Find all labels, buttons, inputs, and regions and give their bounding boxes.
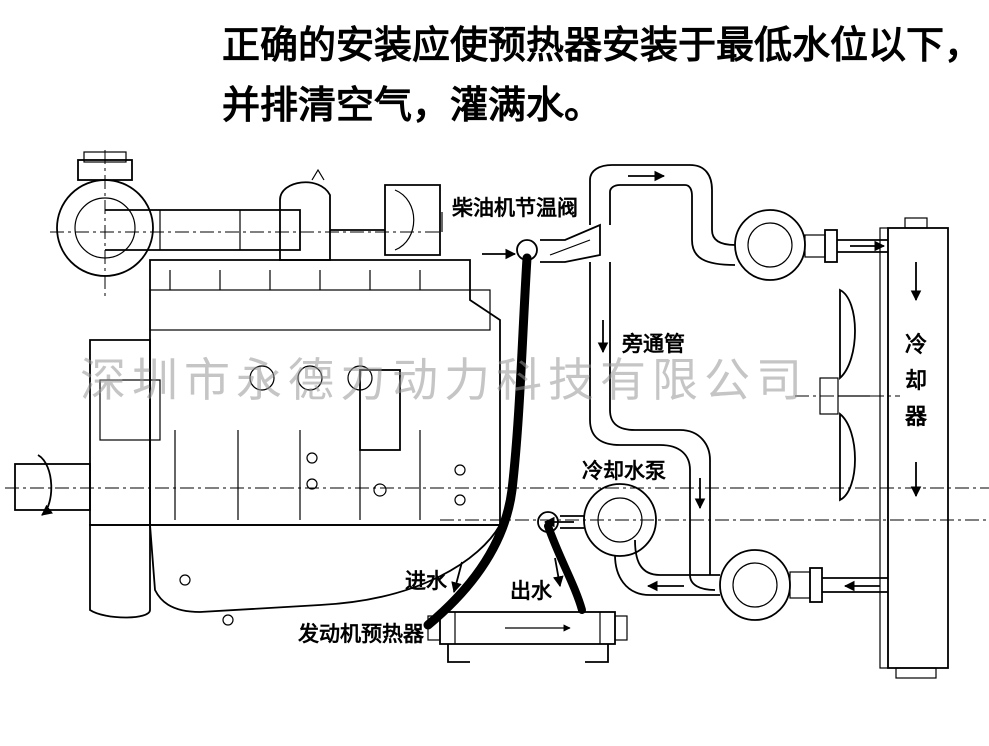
label-outlet: 出水 xyxy=(510,579,552,603)
label-thermostat: 柴油机节温阀 xyxy=(452,196,578,220)
flow-arrows xyxy=(441,170,922,594)
air-cleaner xyxy=(56,151,301,277)
heater-outlet-hose xyxy=(544,522,586,614)
radiator xyxy=(879,217,949,679)
label-inlet: 进水 xyxy=(405,569,447,593)
fan xyxy=(819,288,870,502)
heading-line-1: 正确的安装应使预热器安装于最低水位以下， xyxy=(222,23,983,67)
label-pump: 冷却水泵 xyxy=(582,459,666,483)
top-outlet-pipe xyxy=(589,164,736,266)
upper-elbow xyxy=(734,209,888,281)
turbocharger xyxy=(279,168,441,261)
heading-line-2: 并排清空气，灌满水。 xyxy=(222,83,603,127)
heater-inlet-hose xyxy=(423,253,532,630)
label-bypass: 旁通管 xyxy=(622,332,685,356)
label-preheater: 发动机预热器 xyxy=(298,622,424,646)
label-radiator: 冷却器 xyxy=(904,333,927,430)
lower-elbow xyxy=(614,539,888,621)
bypass-pipe xyxy=(589,262,716,591)
engine-preheater xyxy=(427,611,628,663)
watermark: 深圳市永德力动力科技有限公司 xyxy=(80,353,808,407)
water-pump xyxy=(537,483,657,557)
crankshaft xyxy=(14,454,91,516)
